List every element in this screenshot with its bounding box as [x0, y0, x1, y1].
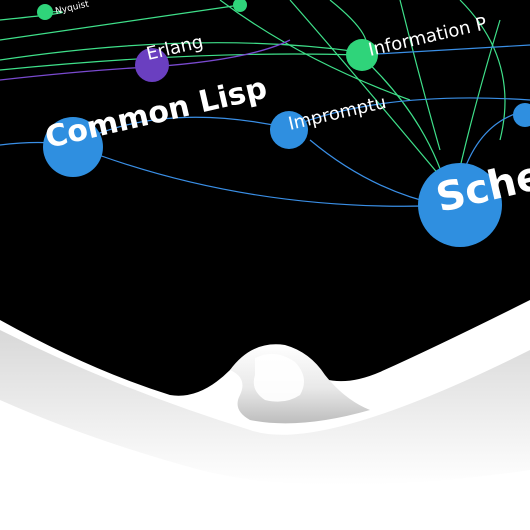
poster-curl-underside	[253, 353, 304, 402]
poster-shadow	[0, 330, 530, 485]
node-right-blue	[513, 103, 530, 127]
poster-sheet	[0, 0, 530, 396]
node-top-small	[37, 4, 53, 20]
node-erlang	[135, 48, 169, 82]
node-common-lisp	[43, 117, 103, 177]
node-information	[346, 39, 378, 71]
node-impromptu	[270, 111, 308, 149]
node-scheme	[418, 163, 502, 247]
node-top-small-2	[233, 0, 247, 12]
